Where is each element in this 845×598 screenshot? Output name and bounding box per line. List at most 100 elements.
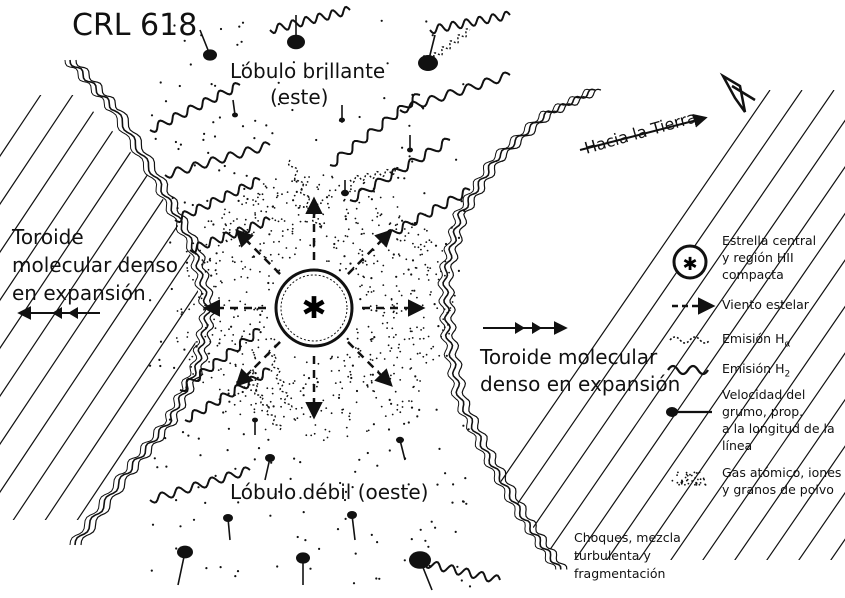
legend-gas-dot: [684, 476, 687, 479]
gas-dot: [355, 389, 359, 393]
gas-dot: [384, 244, 387, 247]
gas-dot: [271, 132, 274, 135]
gas-dot: [453, 294, 456, 297]
gas-dot: [192, 242, 195, 245]
h2-squiggle: [379, 187, 471, 243]
h2-squiggle: [184, 367, 271, 423]
gas-dot: [218, 116, 221, 119]
gas-dot: [203, 132, 206, 135]
gas-dot: [420, 248, 422, 251]
gas-dot: [272, 241, 275, 243]
gas-dot: [223, 304, 226, 306]
gas-dot: [361, 254, 364, 256]
gas-dot: [393, 364, 395, 367]
gas-dot: [438, 354, 441, 357]
gas-dot: [344, 517, 347, 521]
gas-dot: [218, 388, 221, 391]
gas-dot: [390, 298, 393, 301]
gas-dot: [417, 246, 420, 249]
clump: [223, 514, 233, 522]
gas-dot: [423, 228, 426, 231]
gas-dot: [464, 477, 467, 480]
gas-dot: [241, 353, 244, 355]
gas-dot: [322, 213, 325, 216]
gas-dot: [265, 210, 268, 213]
legend-gas-dot: [694, 477, 696, 479]
gas-dot: [427, 279, 430, 281]
gas-dot: [217, 369, 220, 371]
gas-dot: [253, 408, 256, 411]
gas-dot: [445, 354, 448, 357]
gas-dot: [425, 241, 428, 244]
gas-dot: [366, 386, 369, 388]
clump: [296, 552, 310, 564]
gas-dot: [293, 356, 296, 358]
gas-dot: [210, 376, 213, 379]
gas-dot: [206, 261, 209, 263]
gas-dot: [236, 43, 239, 46]
clump: [203, 49, 217, 61]
gas-dot: [158, 358, 161, 361]
gas-dot: [259, 331, 262, 334]
gas-dot: [252, 372, 254, 375]
gas-dot: [378, 224, 380, 227]
gas-dot: [318, 547, 321, 551]
gas-dot: [275, 196, 278, 199]
gas-dot: [179, 525, 182, 528]
legend-gas-dot: [704, 484, 707, 486]
gas-dot: [431, 34, 434, 37]
gas-dot: [339, 481, 342, 485]
gas-dot: [213, 285, 215, 288]
gas-dot: [174, 140, 177, 144]
gas-dot: [188, 308, 191, 311]
gas-dot: [402, 273, 405, 275]
gas-dot: [395, 333, 397, 336]
gas-dot: [341, 387, 344, 390]
gas-dot: [398, 343, 400, 346]
gas-dot: [307, 207, 310, 210]
gas-dot: [334, 236, 337, 239]
gas-dot: [297, 214, 300, 216]
gas-dot: [234, 575, 237, 578]
gas-dot: [437, 325, 440, 328]
gas-dot: [270, 370, 273, 372]
clump: [347, 511, 357, 519]
hatch-line: [384, 90, 684, 540]
gas-dot: [388, 398, 391, 401]
gas-dot: [426, 229, 428, 232]
gas-dot: [215, 262, 218, 265]
gas-dot: [259, 249, 262, 252]
gas-dot: [272, 405, 275, 408]
gas-dot: [291, 230, 294, 233]
gas-dot: [440, 335, 442, 338]
gas-dot: [322, 399, 325, 402]
clump: [396, 436, 404, 444]
gas-dot: [328, 194, 330, 197]
gas-dot: [370, 198, 373, 201]
gas-dot: [430, 241, 433, 244]
gas-dot: [324, 428, 327, 431]
gas-dot: [370, 277, 373, 280]
gas-dot: [369, 305, 372, 308]
clump: [232, 112, 238, 118]
gas-dot: [304, 539, 307, 542]
hatch-line: [0, 95, 199, 520]
gas-dot: [291, 108, 294, 112]
gas-dot: [408, 124, 411, 127]
gas-dot: [442, 329, 444, 331]
gas-dot: [171, 196, 174, 200]
gas-dot: [316, 381, 319, 384]
gas-dot: [296, 417, 299, 420]
gas-dot: [204, 270, 207, 273]
gas-dot: [403, 338, 406, 341]
gas-dot: [408, 400, 410, 402]
gas-dot: [261, 304, 264, 307]
halpha-squiggle: [248, 379, 282, 431]
gas-dot: [436, 307, 439, 310]
gas-dot: [347, 375, 350, 378]
gas-dot: [266, 387, 269, 390]
gas-dot: [345, 267, 347, 270]
clump-velocity: [232, 99, 236, 116]
gas-dot: [238, 245, 241, 247]
gas-dot: [396, 206, 399, 208]
